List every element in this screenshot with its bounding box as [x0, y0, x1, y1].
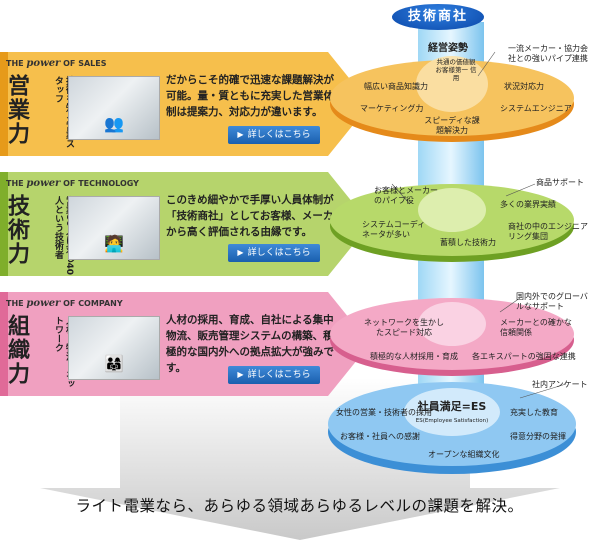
es-item-2: お客様・社員への感謝 [340, 432, 420, 441]
technology-description: このきめ細やかで手厚い人員体制が「技術商社」としてお客様、メーカーから高く評価さ… [166, 194, 344, 238]
es-item-6: 社内アンケート [532, 380, 588, 389]
sales-disk-center: 経営姿勢 [428, 43, 468, 54]
sales-title: 営業力 [4, 74, 29, 146]
sales-photo: 👥 [68, 76, 160, 140]
company-tagline: THE power OF COMPANY [6, 298, 123, 309]
technology-tagline: THE power OF TECHNOLOGY [6, 178, 139, 189]
sales-item-3: スピーディな課題解決力 [424, 116, 480, 135]
tech-item-5: 多くの業界実績 [500, 200, 556, 209]
company-title: 組織力 [4, 314, 29, 386]
tech-item-2: システムコーディネータが多い [362, 220, 426, 239]
tech-item-4: 商社の中のエンジニアリング集団 [508, 222, 588, 241]
tech-item-3: 蓄積した技術力 [440, 238, 496, 247]
sales-disk-center-sub: 共通の価値観 お客様第一 信用 [435, 58, 477, 82]
es-disk [328, 382, 576, 474]
company-item-2: 積極的な人材採用・育成 [370, 352, 458, 361]
technology-disk [330, 184, 574, 262]
company-description: 人材の採用、育成、自社による集中物流、販売管理システムの構築、積極的な国内外への… [166, 314, 334, 374]
sales-item-4: システムエンジニア [500, 104, 572, 113]
sales-item-5: 状況対応力 [504, 82, 544, 91]
es-item-1: 女性の営業・技術者の採用 [336, 408, 432, 417]
company-item-5: 国内外でのグローバルなサポート [516, 292, 588, 311]
sales-detail-button[interactable]: ▶詳しくはこちら [228, 126, 320, 144]
es-disk-center: 社員満足=ES [417, 400, 487, 413]
es-item-4: 得意分野の発揮 [510, 432, 566, 441]
sales-disk [330, 56, 574, 142]
company-item-1: ネットワークを生かしたスピード対応 [364, 318, 444, 337]
company-disk [330, 298, 574, 376]
technology-detail-button[interactable]: ▶詳しくはこちら [228, 244, 320, 262]
bottom-slogan: ライト電業なら、あらゆる領域あらゆるレベルの課題を解決。 [75, 497, 524, 515]
company-item-4: メーカーとの確かな信頼関係 [500, 318, 572, 337]
es-disk-center-sub: ES(Employee Satisfaction) [415, 418, 489, 424]
sales-description: だからこそ的確で迅速な課題解決が可能。量・質ともに充実した営業体制は提案力、対応… [166, 74, 334, 118]
sales-tagline: THE power OF SALES [6, 58, 107, 69]
tech-item-6: 商品サポート [536, 178, 584, 187]
company-section: THE power OF COMPANY 組織力 人材、物流、ネットワーク 👨‍… [0, 292, 370, 396]
technology-title: 技術力 [4, 194, 29, 266]
technology-section: THE power OF TECHNOLOGY 技術力 営業80人に対し40人と… [0, 172, 370, 276]
tech-item-1: お客様とメーカーのパイプ役 [374, 186, 438, 205]
company-item-3: 各エキスパートの強固な連携 [472, 352, 576, 361]
sales-item-6: 一流メーカー・協力会社との強いパイプ連携 [508, 44, 588, 63]
sales-item-2: マーケティング力 [360, 104, 424, 113]
es-item-3: オープンな組織文化 [428, 450, 500, 459]
sales-section: THE power OF SALES 営業力 技術を知る営業スタッフ 👥 だから… [0, 52, 370, 156]
company-banner: 技術商社 [392, 4, 484, 30]
company-photo: 👨‍👩‍👧 [68, 316, 160, 380]
es-item-5: 充実した教育 [510, 408, 558, 417]
technology-photo: 🧑‍💻 [68, 196, 160, 260]
sales-item-1: 幅広い商品知識力 [364, 82, 428, 91]
company-detail-button[interactable]: ▶詳しくはこちら [228, 366, 320, 384]
